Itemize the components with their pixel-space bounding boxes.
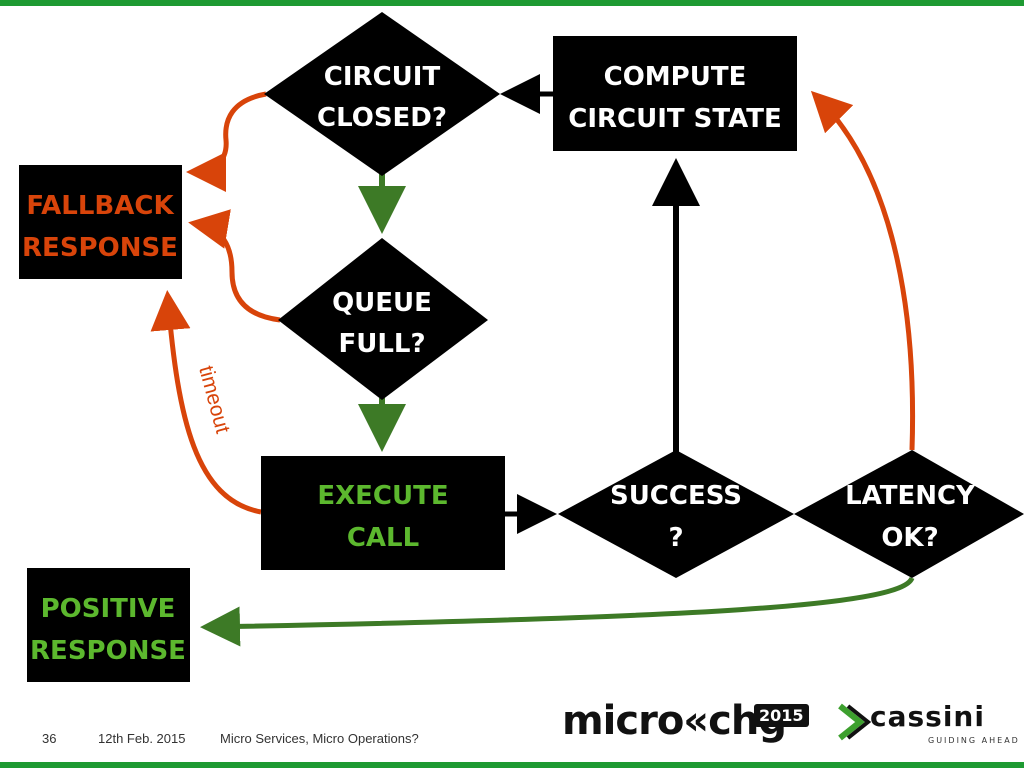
- queue-full-diamond: [278, 238, 488, 400]
- edge-latency-to-compute: [810, 90, 916, 451]
- fallback-line2: RESPONSE: [22, 233, 178, 263]
- slide-title: Micro Services, Micro Operations?: [220, 731, 419, 746]
- edge-timeout-to-fallback: [150, 290, 262, 515]
- success-diamond: [558, 450, 794, 578]
- edge-circuit-to-fallback: [186, 91, 267, 192]
- edge-latency-to-positive: [200, 576, 915, 647]
- positive-line2: RESPONSE: [30, 636, 186, 666]
- circuit-closed-line2: CLOSED?: [317, 103, 447, 133]
- positive-line1: POSITIVE: [41, 594, 176, 624]
- slide-date: 12th Feb. 2015: [98, 731, 186, 746]
- compute-state-box: [553, 36, 797, 151]
- top-accent-bar: [0, 0, 1024, 6]
- success-line2: ?: [668, 523, 683, 553]
- execute-call-line2: CALL: [347, 523, 419, 553]
- execute-call-line1: EXECUTE: [317, 481, 448, 511]
- cassini-chevron-inner-icon: [846, 704, 872, 740]
- bottom-accent-bar: [0, 762, 1024, 768]
- positive-box: [27, 568, 190, 682]
- latency-line1: LATENCY: [845, 481, 976, 511]
- circuit-closed-line1: CIRCUIT: [324, 62, 441, 92]
- edge-queue-to-fallback: [188, 209, 281, 323]
- queue-full-line1: QUEUE: [332, 288, 432, 318]
- cassini-tagline: GUIDING AHEAD: [928, 736, 1020, 745]
- compute-state-line2: CIRCUIT STATE: [568, 104, 781, 134]
- latency-diamond: [794, 450, 1024, 578]
- microxchg-logo: micro«chg: [562, 698, 787, 744]
- latency-line2: OK?: [881, 523, 938, 553]
- compute-state-line1: COMPUTE: [604, 62, 747, 92]
- fallback-box: [19, 165, 182, 279]
- success-line1: SUCCESS: [610, 481, 742, 511]
- microxchg-year-badge: 2015: [754, 704, 809, 727]
- cassini-chevron-icon: [838, 703, 865, 741]
- timeout-label: timeout: [194, 363, 234, 436]
- slide-number: 36: [42, 731, 57, 746]
- circuit-closed-diamond: [264, 12, 500, 176]
- fallback-line1: FALLBACK: [26, 191, 174, 221]
- queue-full-line2: FULL?: [338, 329, 425, 359]
- execute-call-box: [261, 456, 505, 570]
- cassini-logo: cassini: [870, 700, 985, 733]
